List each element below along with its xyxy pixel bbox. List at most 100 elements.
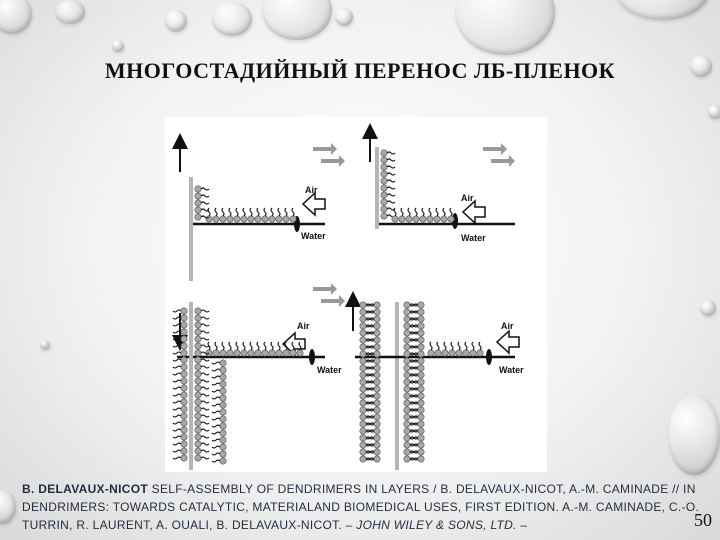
molecule-head	[427, 349, 435, 357]
molecule-head	[359, 427, 367, 435]
citation: B. DELAVAUX-NICOT SELF-ASSEMBLY OF DENDR…	[22, 480, 712, 534]
molecule-head	[359, 441, 367, 449]
molecule-tail	[200, 386, 210, 390]
molecule-head	[194, 335, 202, 343]
molecule-head	[403, 385, 411, 393]
molecule-head	[180, 307, 188, 315]
molecule-head	[194, 398, 202, 406]
molecule-tail	[409, 443, 419, 447]
molecule-head	[380, 191, 388, 199]
molecule-tail	[211, 431, 221, 435]
molecule-tail	[409, 324, 419, 328]
molecule-head	[212, 215, 220, 223]
molecule-tail	[200, 435, 210, 439]
molecule-head	[417, 329, 425, 337]
molecule-tail	[200, 428, 210, 432]
air-label: Air	[461, 193, 474, 203]
molecule-head	[180, 370, 188, 378]
water-drop-decoration	[700, 300, 716, 316]
water-drop-decoration	[165, 10, 187, 32]
air-label: Air	[501, 321, 514, 331]
molecule-head	[476, 349, 484, 357]
substrate-plate	[375, 147, 379, 229]
molecule-tail	[200, 330, 210, 334]
molecule-head	[403, 420, 411, 428]
molecule-head	[373, 371, 381, 379]
molecule-head	[359, 364, 367, 372]
molecule-head	[359, 322, 367, 330]
molecule-head	[194, 433, 202, 441]
molecule-head	[194, 419, 202, 427]
molecule-tail	[211, 438, 221, 442]
molecule-head	[373, 448, 381, 456]
molecule-tail	[200, 365, 210, 369]
molecule-head	[417, 322, 425, 330]
molecule-head	[359, 329, 367, 337]
water-drop-decoration	[0, 0, 32, 34]
molecule-head	[403, 441, 411, 449]
molecule-head	[296, 349, 304, 357]
molecule-tail	[365, 429, 375, 433]
molecule-tail	[249, 341, 253, 351]
molecule-head	[373, 441, 381, 449]
molecule-tail	[409, 387, 419, 391]
molecule-head	[373, 308, 381, 316]
molecule-tail	[284, 207, 288, 217]
molecule-head	[417, 378, 425, 386]
molecule-head	[469, 349, 477, 357]
molecule-tail	[386, 172, 396, 176]
molecule-head	[412, 215, 420, 223]
molecule-head	[417, 455, 425, 463]
molecule-head	[219, 408, 227, 416]
molecule-head	[373, 420, 381, 428]
molecule-tail	[409, 317, 419, 321]
water-drop-decoration	[455, 0, 555, 55]
molecule-head	[275, 349, 283, 357]
molecule-tail	[421, 207, 425, 217]
molecule-head	[289, 349, 297, 357]
panel-2: Air Water	[362, 123, 515, 243]
water-drop-decoration	[55, 0, 85, 24]
water-drop-decoration	[40, 340, 50, 350]
molecule-tail	[228, 207, 232, 217]
molecule-head	[373, 378, 381, 386]
molecule-head	[373, 336, 381, 344]
molecule-tail	[365, 394, 375, 398]
molecule-head	[359, 392, 367, 400]
molecule-head	[219, 429, 227, 437]
molecule-tail	[211, 424, 221, 428]
molecule-head	[180, 433, 188, 441]
molecule-tail	[277, 341, 281, 351]
molecule-tail	[435, 207, 439, 217]
water-drop-decoration	[615, 0, 710, 20]
molecule-head	[417, 371, 425, 379]
flow-arrow-icon	[491, 155, 515, 167]
molecule-head	[403, 448, 411, 456]
molecule-head	[226, 215, 234, 223]
molecule-tail	[211, 403, 221, 407]
molecule-tail	[242, 207, 246, 217]
molecule-head	[247, 215, 255, 223]
molecule-head	[403, 315, 411, 323]
molecule-head	[180, 405, 188, 413]
molecule-head	[180, 412, 188, 420]
molecule-tail	[172, 414, 182, 418]
molecule-tail	[200, 208, 210, 212]
molecule-tail	[365, 408, 375, 412]
molecule-head	[219, 415, 227, 423]
molecule-head	[233, 215, 241, 223]
molecule-head	[359, 399, 367, 407]
barrier	[309, 349, 315, 365]
molecule-tail	[365, 310, 375, 314]
molecule-head	[417, 399, 425, 407]
molecule-tail	[464, 341, 468, 351]
water-drop-decoration	[690, 55, 712, 77]
molecule-tail	[429, 341, 433, 351]
molecule-tail	[365, 422, 375, 426]
molecule-head	[194, 206, 202, 214]
molecule-tail	[200, 194, 210, 198]
molecule-head	[219, 380, 227, 388]
molecule-tail	[365, 359, 375, 363]
molecule-head	[194, 328, 202, 336]
molecule-tail	[409, 331, 419, 335]
